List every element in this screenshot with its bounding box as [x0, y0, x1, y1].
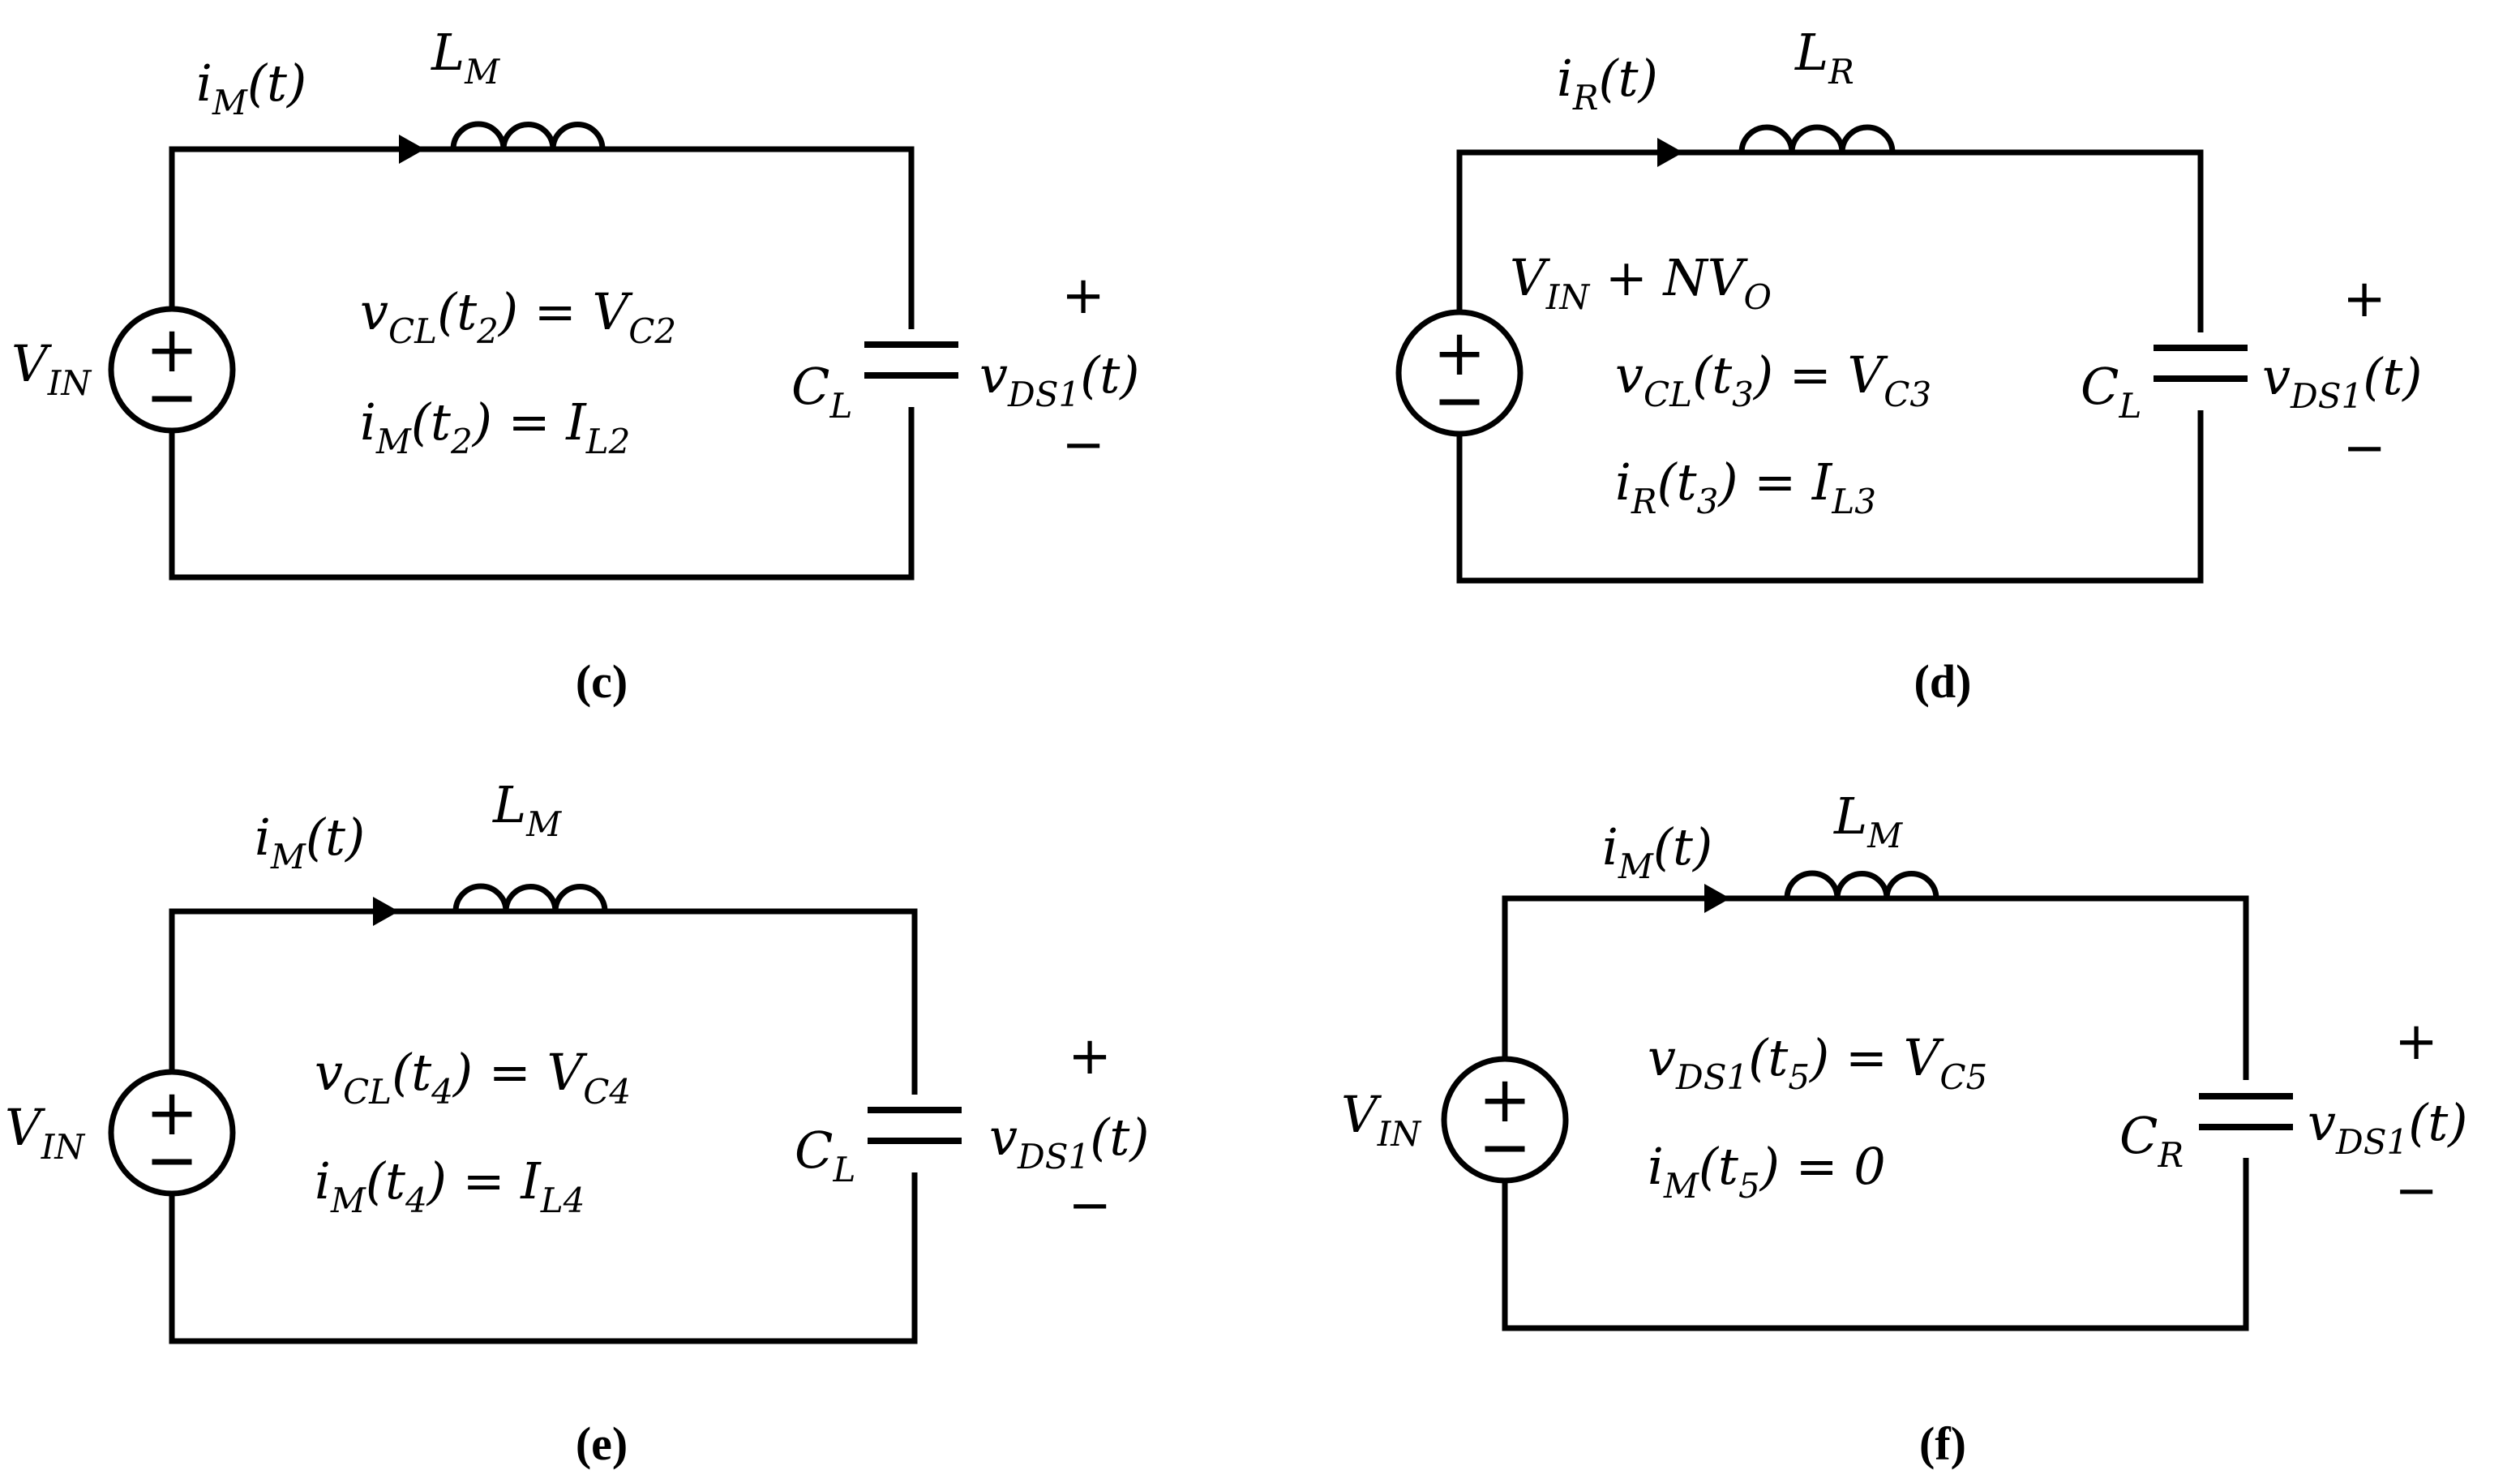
inductor-label: LM​ — [431, 23, 500, 92]
equation-2: iR​(t3​) = IL3​ — [1615, 452, 1876, 521]
capacitor-gap — [2173, 332, 2230, 410]
source-label: VIN​ + NVO​ — [1510, 248, 1772, 317]
source-label: VIN​ — [1341, 1085, 1421, 1154]
equation-2: iM​(t4​) = IL4​ — [315, 1151, 585, 1220]
voltage-plus: + — [2394, 1012, 2438, 1072]
circuit-wire — [1456, 149, 2204, 584]
current-label: iM​(t) — [1602, 817, 1712, 886]
equation-1: vCL​(t3​) = VC3​ — [1615, 345, 1931, 414]
current-arrow-icon — [399, 135, 425, 164]
panel-c: + VIN​ iM​(t) LM​ CL​ vDS1​(t) + − vCL​(… — [11, 23, 1140, 708]
capacitor-gap — [884, 329, 941, 407]
circuit-wire — [1502, 895, 2249, 1331]
equation-1: vCL​(t2​) = VC2​ — [360, 282, 676, 351]
voltage-source-icon — [108, 306, 236, 434]
current-label: iR​(t) — [1557, 49, 1658, 118]
source-plus: + — [145, 314, 198, 387]
inductor-symbol — [1784, 870, 1939, 902]
current-label: iM​(t) — [255, 808, 365, 877]
voltage-minus: − — [2342, 418, 2386, 478]
current-arrow-icon — [1704, 884, 1730, 913]
current-label: iM​(t) — [196, 54, 306, 122]
capacitor-label: CL​ — [791, 357, 852, 426]
voltage-plus: + — [1068, 1027, 1112, 1087]
circuit-wire — [169, 146, 915, 581]
inductor-symbol — [452, 883, 608, 915]
equation-2: iM​(t5​) = 0 — [1648, 1137, 1886, 1206]
source-label: VIN​ — [5, 1098, 85, 1167]
inductor-symbol — [450, 121, 606, 152]
inductor-symbol — [1738, 124, 1896, 156]
equation-2: iM​(t2​) = IL2​ — [360, 392, 630, 461]
circuit-wire — [169, 908, 918, 1344]
panel-e: + VIN​ iM​(t) LM​ CL​ vDS1​(t) + − vCL​(… — [5, 775, 1150, 1470]
capacitor-label: CL​ — [795, 1121, 855, 1189]
inductor-label: LM​ — [492, 775, 562, 844]
source-plus: + — [1478, 1064, 1531, 1137]
equation-1: vCL​(t4​) = VC4​ — [315, 1043, 631, 1112]
capacitor-gap — [887, 1095, 944, 1172]
capacitor-label: CR​ — [2119, 1106, 2184, 1175]
equation-1: vDS1​(t5​) = VC5​ — [1648, 1028, 1987, 1097]
voltage-label: vDS1​(t) — [989, 1108, 1150, 1177]
source-plus: + — [1433, 317, 1485, 390]
current-arrow-icon — [373, 897, 399, 926]
voltage-source-icon — [1441, 1056, 1569, 1184]
source-label: VIN​ — [11, 334, 92, 403]
voltage-minus: − — [1068, 1176, 1112, 1236]
source-plus: + — [145, 1077, 198, 1150]
panel-f: + VIN​ iM​(t) LM​ CR​ vDS1​(t) + − vDS1​… — [1341, 787, 2468, 1470]
voltage-source-icon — [1395, 309, 1524, 437]
current-arrow-icon — [1657, 138, 1683, 167]
panel-caption: (f) — [1919, 1417, 1966, 1470]
panel-caption: (c) — [576, 655, 628, 708]
inductor-label: LM​ — [1833, 787, 1903, 855]
voltage-plus: + — [2342, 269, 2386, 329]
capacitor-label: CL​ — [2081, 357, 2141, 426]
voltage-plus: + — [1061, 266, 1105, 326]
panel-d: + VIN​ + NVO​ iR​(t) LR​ CL​ vDS1​(t) + … — [1395, 23, 2423, 708]
capacitor-gap — [2218, 1080, 2275, 1158]
inductor-label: LR​ — [1794, 23, 1854, 92]
voltage-label: vDS1​(t) — [979, 345, 1140, 414]
panel-caption: (d) — [1914, 655, 1972, 708]
voltage-minus: − — [2394, 1161, 2438, 1221]
voltage-label: vDS1​(t) — [2262, 347, 2423, 416]
voltage-label: vDS1​(t) — [2308, 1093, 2468, 1162]
panel-caption: (e) — [576, 1417, 628, 1470]
voltage-minus: − — [1061, 415, 1105, 475]
voltage-source-icon — [108, 1069, 236, 1197]
